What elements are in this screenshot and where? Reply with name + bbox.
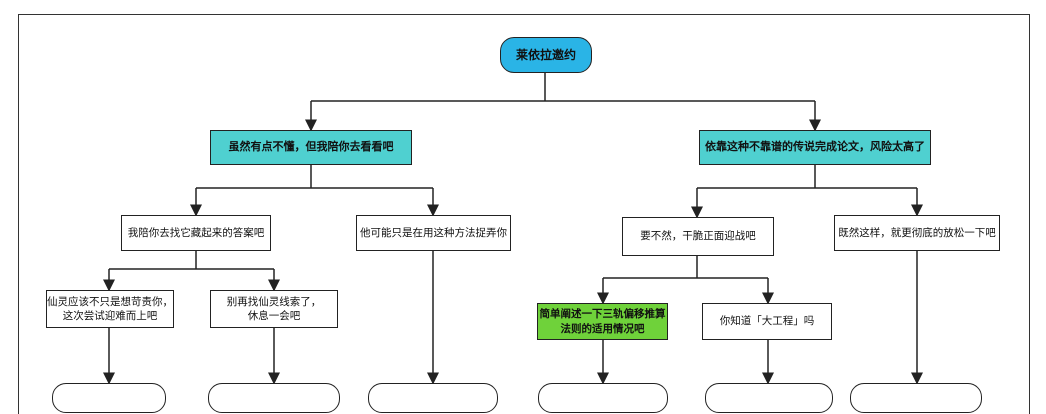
ending-node-3 [368,383,498,413]
edge-root [311,73,815,102]
root-node: 莱依拉邀约 [500,37,592,73]
l1-node: 我陪你去找它藏起来的答案吧 [121,215,271,251]
connector-lines [103,73,923,385]
rl1-node: 简单阐述一下三轨偏移推算 法则的适用情况吧 [537,303,668,340]
ending-node-2 [208,383,340,413]
l2-node: 他可能只是在用这种方法捉弄你 [356,215,511,251]
left-choice-node: 虽然有点不懂，但我陪你去看看吧 [210,130,412,165]
ll2-node: 别再找仙灵线索了， 休息一会吧 [210,290,338,328]
ll1-node: 仙灵应该不只是想苛责你， 这次尝试迎难而上吧 [46,290,174,328]
rl2-node: 你知道「大工程」吗 [702,303,832,340]
r2-node: 既然这样，就更彻底的放松一下吧 [834,215,1000,251]
edge-left [196,165,433,189]
edge-l1 [109,251,274,270]
ending-node-4 [538,383,668,413]
right-choice-node: 依靠这种不靠谱的传说完成论文，风险太高了 [699,130,931,165]
ending-node-6 [850,383,982,413]
diagram-frame [18,14,1030,414]
ending-node-1 [52,383,166,413]
r1-node: 要不然，干脆正面迎战吧 [622,217,774,256]
edge-r1 [603,256,768,279]
ending-node-5 [705,383,833,413]
edge-right [697,165,917,189]
